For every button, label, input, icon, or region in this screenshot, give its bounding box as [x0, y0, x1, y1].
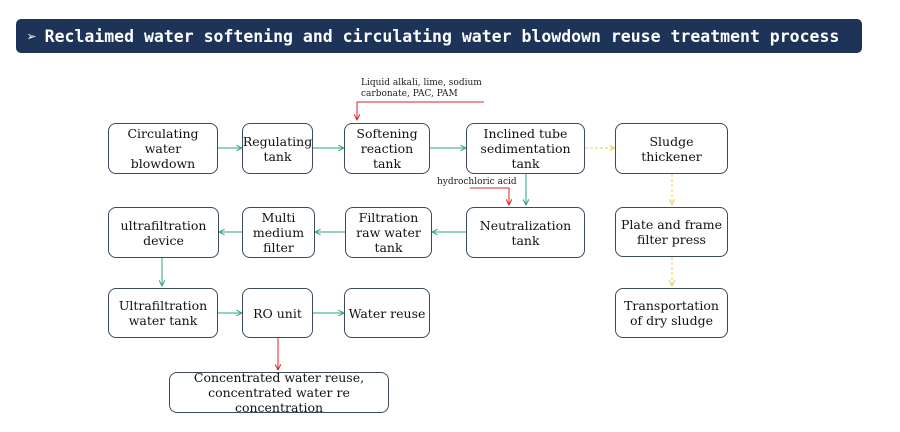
node-ro-unit: RO unit: [242, 288, 313, 338]
diagram-title: Reclaimed water softening and circulatin…: [44, 26, 840, 46]
node-sludge-thickener: Sludge thickener: [615, 123, 728, 174]
chemical-dosing-label: Liquid alkali, lime, sodium carbonate, P…: [361, 78, 482, 99]
node-water-reuse: Water reuse: [344, 288, 430, 338]
node-circulating-blowdown: Circulating water blowdown: [108, 123, 218, 174]
acid-dosing-label: hydrochloric acid: [437, 177, 517, 187]
node-uf-device: ultrafiltration device: [108, 207, 219, 258]
node-multi-medium: Multi medium filter: [242, 207, 315, 258]
node-inclined-tube: Inclined tube sedimentation tank: [466, 123, 585, 174]
node-filtration-raw: Filtration raw water tank: [345, 207, 432, 258]
node-softening-tank: Softening reaction tank: [344, 123, 430, 174]
arrow-chemical-dosing: [357, 101, 484, 120]
node-concentrated: Concentrated water reuse, concentrated w…: [169, 370, 389, 415]
node-uf-tank: Ultrafiltration water tank: [108, 288, 218, 338]
node-neutralization-tank: Neutralization tank: [466, 207, 585, 258]
node-regulating-tank: Regulating tank: [242, 123, 313, 174]
title-banner: ➢ Reclaimed water softening and circulat…: [16, 19, 862, 53]
node-dry-sludge: Transportation of dry sludge: [615, 288, 728, 338]
arrow-bullet-icon: ➢: [27, 26, 37, 46]
node-plate-frame: Plate and frame filter press: [615, 207, 728, 257]
arrow-acid-dosing: [470, 187, 509, 205]
